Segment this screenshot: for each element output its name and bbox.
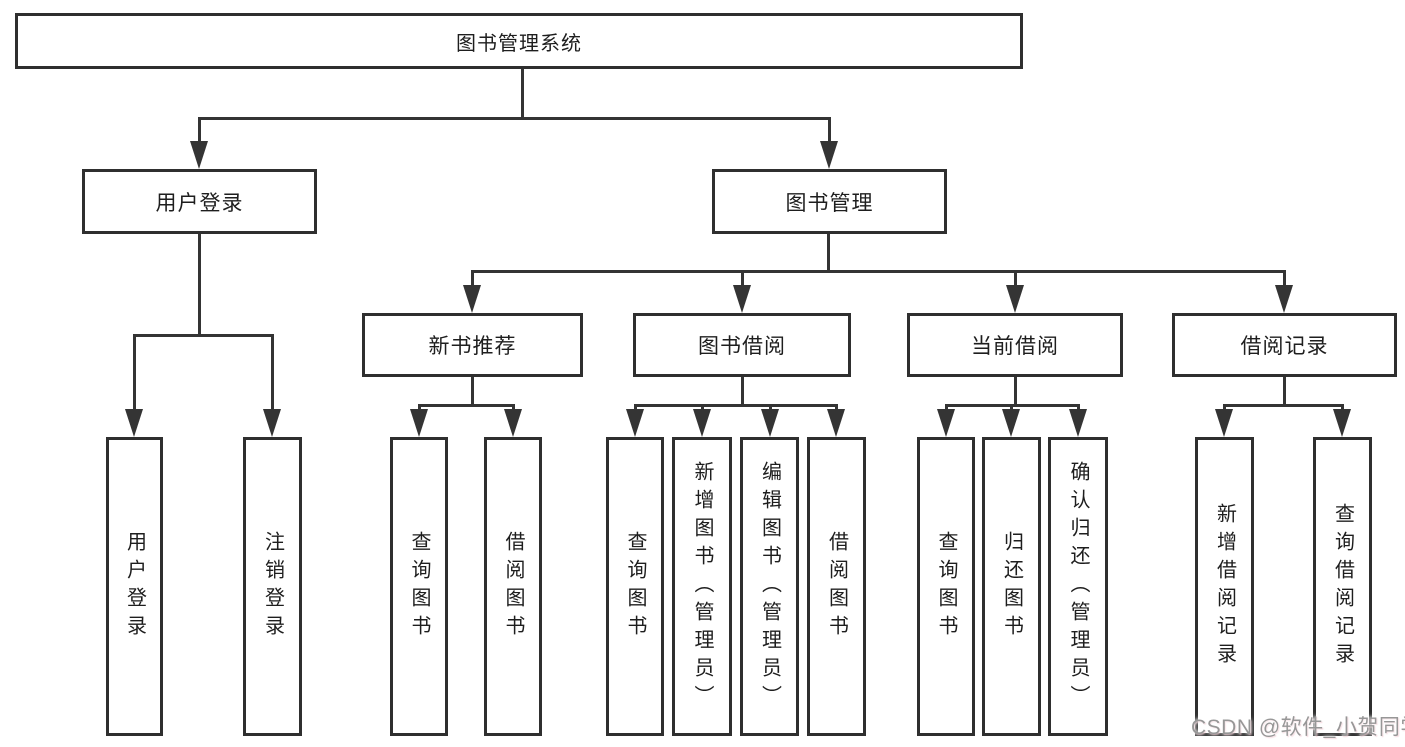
connector-vline bbox=[198, 117, 201, 141]
leaf-label: 借阅图书 bbox=[502, 530, 524, 643]
arrow-down-icon bbox=[693, 409, 711, 437]
leaf-label: 新增借阅记录 bbox=[1213, 502, 1236, 671]
connector-vline bbox=[741, 270, 744, 287]
connector-vline bbox=[1283, 270, 1286, 287]
node-label: 新书推荐 bbox=[428, 335, 517, 358]
leaf-label: 查询图书 bbox=[408, 530, 430, 643]
leaf-label: 查询图书 bbox=[935, 530, 957, 643]
leaf-edit-books-admin: 编辑图书（管理员） bbox=[740, 437, 799, 736]
connector-vline bbox=[418, 404, 421, 411]
connector-vline bbox=[512, 404, 515, 411]
leaf-label: 确认归还（管理员） bbox=[1067, 460, 1089, 713]
connector-hline bbox=[198, 117, 831, 120]
leaf-add-borrow-record: 新增借阅记录 bbox=[1195, 437, 1254, 736]
connector-hline bbox=[418, 404, 515, 407]
arrow-down-icon bbox=[1275, 285, 1293, 313]
leaf-borrow-books: 借阅图书 bbox=[484, 437, 542, 736]
leaf-add-books-admin: 新增图书（管理员） bbox=[672, 437, 732, 736]
node-book-management-branch: 图书管理 bbox=[712, 169, 947, 234]
node-label: 借阅记录 bbox=[1240, 335, 1329, 358]
leaf-label: 注销登录 bbox=[261, 530, 284, 643]
connector-vline bbox=[769, 404, 772, 411]
csdn-watermark: CSDN @软件_小贺同学 bbox=[1191, 716, 1405, 739]
connector-vline bbox=[945, 404, 948, 411]
node-new-book-recommendation: 新书推荐 bbox=[362, 313, 583, 377]
node-current-borrowing: 当前借阅 bbox=[907, 313, 1123, 377]
connector-hline bbox=[1223, 404, 1344, 407]
leaf-label: 用户登录 bbox=[123, 530, 146, 643]
arrow-down-icon bbox=[1002, 409, 1020, 437]
leaf-query-books: 查询图书 bbox=[390, 437, 448, 736]
leaf-label: 查询图书 bbox=[624, 530, 646, 643]
connector-vline bbox=[1010, 404, 1013, 411]
arrow-down-icon bbox=[1006, 285, 1024, 313]
leaf-label: 新增图书（管理员） bbox=[691, 460, 713, 713]
leaf-user-login: 用户登录 bbox=[106, 437, 163, 736]
connector-vline bbox=[198, 233, 201, 337]
connector-vline bbox=[471, 376, 474, 407]
connector-vline bbox=[471, 270, 474, 287]
node-label: 用户登录 bbox=[155, 191, 244, 215]
connector-vline bbox=[1283, 376, 1286, 407]
connector-vline bbox=[835, 404, 838, 411]
leaf-label: 编辑图书（管理员） bbox=[758, 460, 781, 713]
connector-vline bbox=[1223, 404, 1226, 411]
node-user-login-branch: 用户登录 bbox=[82, 169, 317, 234]
arrow-down-icon bbox=[410, 409, 428, 437]
arrow-down-icon bbox=[827, 409, 845, 437]
arrow-down-icon bbox=[263, 409, 281, 437]
leaf-query-books: 查询图书 bbox=[606, 437, 664, 736]
connector-vline bbox=[1077, 404, 1080, 411]
leaf-label: 归还图书 bbox=[1000, 530, 1023, 643]
arrow-down-icon bbox=[1215, 409, 1233, 437]
connector-hline bbox=[634, 404, 838, 407]
arrow-down-icon bbox=[125, 409, 143, 437]
node-label: 图书管理 bbox=[785, 191, 874, 215]
arrow-down-icon bbox=[761, 409, 779, 437]
connector-vline bbox=[1014, 270, 1017, 287]
leaf-label: 查询借阅记录 bbox=[1331, 502, 1354, 671]
leaf-query-borrow-record: 查询借阅记录 bbox=[1313, 437, 1372, 736]
arrow-down-icon bbox=[820, 141, 838, 169]
arrow-down-icon bbox=[626, 409, 644, 437]
arrow-down-icon bbox=[504, 409, 522, 437]
connector-hline bbox=[133, 334, 274, 337]
connector-hline bbox=[471, 270, 1286, 273]
leaf-logout: 注销登录 bbox=[243, 437, 302, 736]
arrow-down-icon bbox=[733, 285, 751, 313]
connector-vline bbox=[133, 334, 136, 411]
connector-vline bbox=[1014, 376, 1017, 407]
node-label: 图书管理系统 bbox=[456, 32, 582, 55]
arrow-down-icon bbox=[463, 285, 481, 313]
node-label: 图书借阅 bbox=[698, 335, 786, 358]
connector-vline bbox=[741, 376, 744, 407]
leaf-query-books: 查询图书 bbox=[917, 437, 975, 736]
leaf-confirm-return-admin: 确认归还（管理员） bbox=[1048, 437, 1108, 736]
node-library-management-system: 图书管理系统 bbox=[15, 13, 1023, 69]
arrow-down-icon bbox=[1069, 409, 1087, 437]
connector-vline bbox=[521, 69, 524, 118]
leaf-return-books: 归还图书 bbox=[982, 437, 1041, 736]
connector-vline bbox=[701, 404, 704, 411]
arrow-down-icon bbox=[937, 409, 955, 437]
connector-vline bbox=[827, 233, 830, 273]
connector-vline bbox=[271, 334, 274, 411]
leaf-label: 借阅图书 bbox=[825, 530, 848, 643]
node-borrowing-records: 借阅记录 bbox=[1172, 313, 1397, 377]
connector-vline bbox=[828, 117, 831, 141]
leaf-borrow-books: 借阅图书 bbox=[807, 437, 866, 736]
arrow-down-icon bbox=[1333, 409, 1351, 437]
arrow-down-icon bbox=[190, 141, 208, 169]
node-book-borrowing: 图书借阅 bbox=[633, 313, 851, 377]
connector-vline bbox=[634, 404, 637, 411]
connector-vline bbox=[1341, 404, 1344, 411]
node-label: 当前借阅 bbox=[971, 335, 1059, 358]
